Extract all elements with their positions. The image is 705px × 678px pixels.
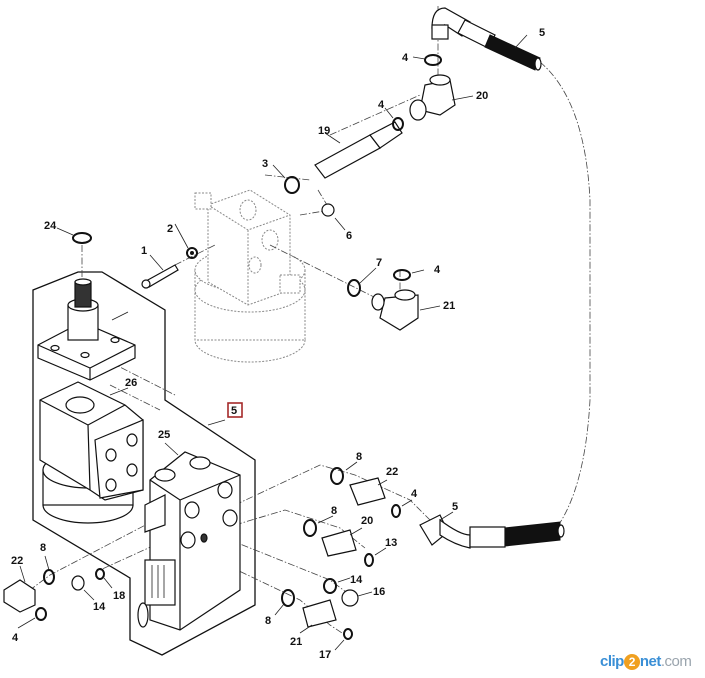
callout-5-highlighted[interactable]: 5 bbox=[231, 405, 237, 417]
callout-22[interactable]: 22 bbox=[11, 555, 23, 567]
callout-4[interactable]: 4 bbox=[411, 488, 418, 500]
assembly-outline bbox=[32, 271, 256, 656]
callout-8[interactable]: 8 bbox=[331, 505, 337, 517]
callout-8[interactable]: 8 bbox=[40, 542, 46, 554]
part-1-bolt bbox=[141, 264, 179, 289]
callout-20[interactable]: 20 bbox=[361, 515, 373, 527]
part-17-elbow bbox=[409, 74, 456, 121]
callout-7[interactable]: 7 bbox=[376, 257, 382, 269]
callout-13[interactable]: 18 bbox=[113, 590, 125, 602]
callout-8[interactable]: 8 bbox=[356, 451, 362, 463]
callout-11[interactable]: 16 bbox=[373, 586, 385, 598]
callout-10[interactable]: 14 bbox=[350, 574, 363, 586]
callout-5[interactable]: 5 bbox=[452, 501, 458, 513]
ghost-valve-housing bbox=[194, 189, 306, 363]
callout-21[interactable]: 21 bbox=[290, 636, 302, 648]
callout-18[interactable]: 21 bbox=[443, 300, 455, 312]
callout-17[interactable]: 20 bbox=[476, 90, 488, 102]
part-25-motor bbox=[39, 381, 144, 524]
watermark-clip: clip bbox=[600, 653, 624, 670]
part-19-fitting bbox=[349, 477, 386, 506]
part-5-hose-top bbox=[431, 7, 542, 71]
o-rings bbox=[35, 54, 442, 640]
callout-19[interactable]: 22 bbox=[386, 466, 398, 478]
part-26-flange bbox=[37, 278, 136, 381]
watermark-2-badge: 2 bbox=[623, 654, 640, 671]
part-24-valve-block bbox=[137, 451, 241, 631]
part-21-fitting bbox=[302, 599, 337, 628]
callout-5[interactable]: 5 bbox=[539, 27, 545, 39]
callout-4[interactable]: 4 bbox=[12, 632, 19, 644]
watermark-net: net bbox=[639, 653, 662, 670]
part-5-hose-bottom bbox=[419, 514, 565, 549]
callout-8[interactable]: 8 bbox=[265, 615, 271, 627]
callout-12[interactable]: 17 bbox=[319, 649, 331, 661]
callout-23[interactable]: 24 bbox=[44, 220, 57, 232]
callout-3[interactable]: 3 bbox=[262, 158, 268, 170]
part-2-washer bbox=[186, 247, 198, 259]
callout-1[interactable]: 1 bbox=[141, 245, 147, 257]
callout-24[interactable]: 25 bbox=[158, 429, 170, 441]
leader-lines bbox=[17, 34, 528, 651]
callout-6[interactable]: 6 bbox=[346, 230, 352, 242]
callout-labels: 4 5 20 4 19 3 24 2 1 6 7 4 21 26 5 25 8 … bbox=[11, 27, 545, 661]
part-20-fitting bbox=[321, 529, 357, 557]
part-22-fitting bbox=[3, 579, 36, 613]
part-11-plug bbox=[341, 589, 359, 607]
highlighted-callout-box[interactable] bbox=[227, 402, 243, 418]
callout-14[interactable]: 14 bbox=[93, 601, 106, 613]
callout-4[interactable]: 4 bbox=[434, 264, 441, 276]
part-18-elbow bbox=[371, 289, 419, 331]
part-6-nut bbox=[321, 203, 335, 217]
callout-16[interactable]: 19 bbox=[318, 125, 330, 137]
watermark-dotcom: .com bbox=[660, 653, 692, 670]
callout-2[interactable]: 2 bbox=[167, 223, 173, 235]
callout-4[interactable]: 4 bbox=[378, 99, 385, 111]
callout-4[interactable]: 4 bbox=[402, 52, 409, 64]
part-14-plug bbox=[71, 575, 85, 591]
callout-25[interactable]: 26 bbox=[125, 377, 137, 389]
callout-9[interactable]: 13 bbox=[385, 537, 397, 549]
